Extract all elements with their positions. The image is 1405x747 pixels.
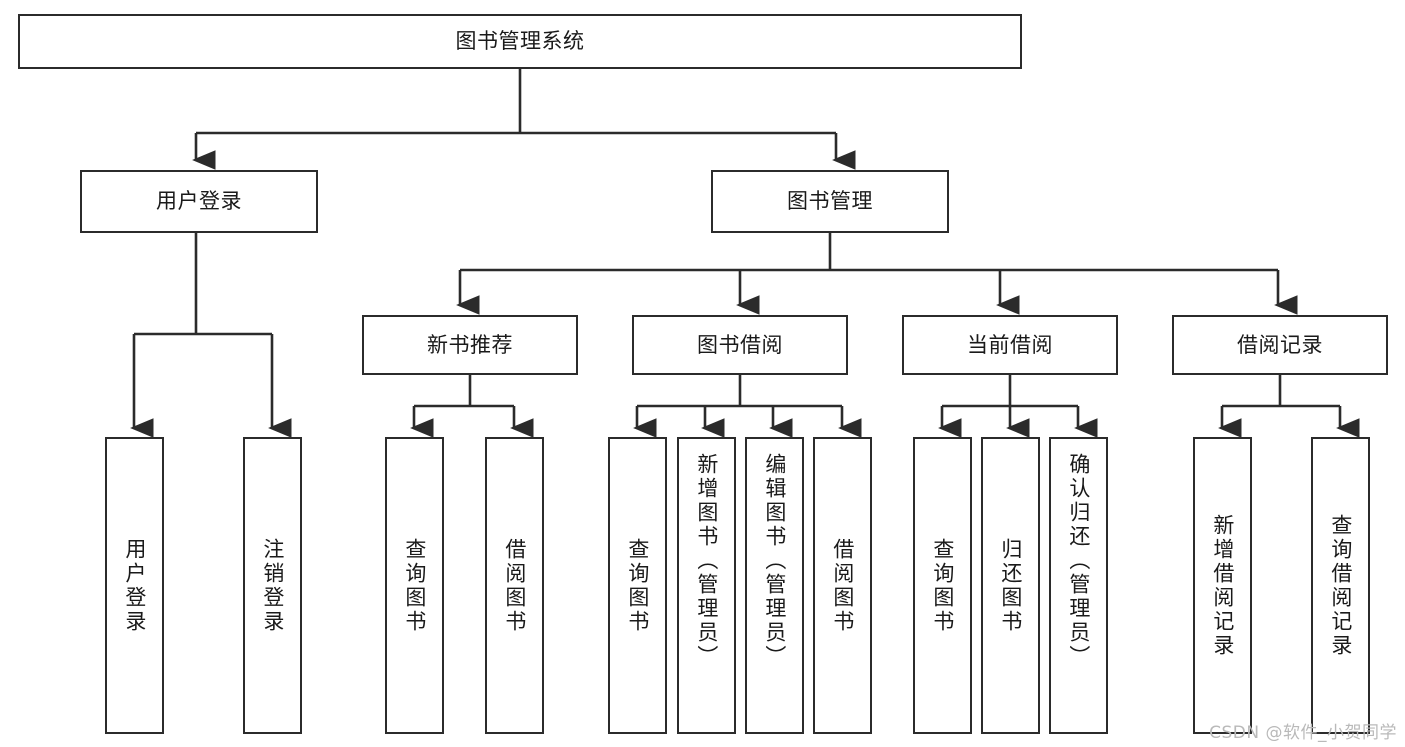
node-label: 查询图书	[930, 537, 955, 634]
node-label: 新书推荐	[427, 332, 513, 357]
node-label: 查询借阅记录	[1328, 513, 1353, 658]
node-label: 编辑图书（管理员）	[762, 453, 787, 669]
node-label: 新增借阅记录	[1210, 513, 1235, 658]
leaf-query-book-borrow[interactable]: 查询图书	[608, 437, 667, 734]
node-label: 图书借阅	[697, 332, 783, 357]
node-user-login[interactable]: 用户登录	[80, 170, 318, 233]
leaf-query-book-current[interactable]: 查询图书	[913, 437, 972, 734]
leaf-query-book-new[interactable]: 查询图书	[385, 437, 444, 734]
node-label: 查询图书	[402, 537, 427, 634]
leaf-user-login[interactable]: 用户登录	[105, 437, 164, 734]
leaf-logout[interactable]: 注销登录	[243, 437, 302, 734]
node-book-management[interactable]: 图书管理	[711, 170, 949, 233]
leaf-query-borrow-record[interactable]: 查询借阅记录	[1311, 437, 1370, 734]
watermark: CSDN @软件_小贺同学	[1209, 723, 1397, 743]
leaf-borrow-book[interactable]: 借阅图书	[813, 437, 872, 734]
leaf-borrow-book-new[interactable]: 借阅图书	[485, 437, 544, 734]
node-label: 查询图书	[625, 537, 650, 634]
leaf-add-book-admin[interactable]: 新增图书（管理员）	[677, 437, 736, 734]
node-new-book-recommendation[interactable]: 新书推荐	[362, 315, 578, 375]
node-label: 用户登录	[156, 189, 242, 214]
node-label: 借阅记录	[1237, 332, 1323, 357]
leaf-add-borrow-record[interactable]: 新增借阅记录	[1193, 437, 1252, 734]
node-label: 注销登录	[260, 537, 285, 634]
node-label: 当前借阅	[967, 332, 1053, 357]
leaf-confirm-return-admin[interactable]: 确认归还（管理员）	[1049, 437, 1108, 734]
node-book-borrowing[interactable]: 图书借阅	[632, 315, 848, 375]
node-root-book-management-system[interactable]: 图书管理系统	[18, 14, 1022, 69]
leaf-edit-book-admin[interactable]: 编辑图书（管理员）	[745, 437, 804, 734]
node-label: 归还图书	[998, 537, 1023, 634]
node-label: 借阅图书	[830, 537, 855, 634]
node-label: 图书管理	[787, 189, 873, 214]
node-label: 借阅图书	[502, 537, 527, 634]
node-current-borrowing[interactable]: 当前借阅	[902, 315, 1118, 375]
node-label: 用户登录	[122, 537, 147, 634]
node-label: 图书管理系统	[455, 29, 585, 54]
node-borrowing-records[interactable]: 借阅记录	[1172, 315, 1388, 375]
node-label: 新增图书（管理员）	[694, 453, 719, 669]
leaf-return-book[interactable]: 归还图书	[981, 437, 1040, 734]
node-label: 确认归还（管理员）	[1066, 453, 1091, 669]
